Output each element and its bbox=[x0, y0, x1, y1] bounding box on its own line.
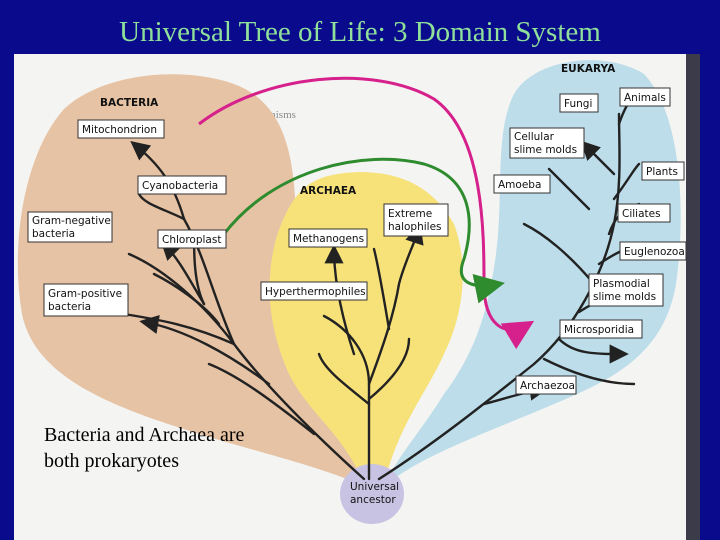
box-cellular-slime-molds: Cellular slime molds bbox=[509, 127, 585, 159]
svg-text:Ciliates: Ciliates bbox=[622, 208, 661, 220]
box-gram-positive-bacteria: Gram-positive bacteria bbox=[43, 283, 129, 317]
svg-text:Methanogens: Methanogens bbox=[293, 233, 364, 245]
svg-text:Amoeba: Amoeba bbox=[498, 179, 541, 191]
svg-text:Euglenozoa: Euglenozoa bbox=[624, 246, 685, 258]
domain-label-bacteria: BACTERIA bbox=[100, 97, 159, 109]
box-hyperthermophiles: Hyperthermophiles bbox=[260, 281, 368, 301]
box-microsporidia: Microsporidia bbox=[559, 319, 643, 339]
box-chloroplast: Chloroplast bbox=[157, 229, 227, 249]
svg-text:Plasmodial: Plasmodial bbox=[593, 278, 650, 290]
mitochondrion-arrow bbox=[198, 76, 535, 350]
caption-text: Bacteria and Archaea are both prokaryote… bbox=[44, 422, 274, 474]
svg-text:Plants: Plants bbox=[646, 166, 678, 178]
box-extreme-halophiles: Extreme halophiles bbox=[383, 203, 449, 237]
box-fungi: Fungi bbox=[559, 93, 599, 113]
tree-diagram: Microorganisms bbox=[17, 54, 700, 540]
root-region bbox=[340, 464, 404, 524]
universal-ancestor-label: Universal ancestor bbox=[350, 481, 399, 506]
archaea-branches bbox=[317, 224, 424, 481]
archaea-region bbox=[269, 172, 463, 484]
svg-text:Cyanobacteria: Cyanobacteria bbox=[142, 180, 218, 192]
svg-text:Universal: Universal bbox=[350, 481, 399, 493]
box-archaezoa: Archaezoa bbox=[515, 375, 577, 395]
svg-text:Hyperthermophiles: Hyperthermophiles bbox=[265, 286, 366, 298]
slide-title: Universal Tree of Life: 3 Domain System bbox=[119, 16, 601, 48]
svg-text:Fungi: Fungi bbox=[564, 98, 592, 110]
svg-text:slime molds: slime molds bbox=[593, 291, 656, 303]
chloroplast-arrow bbox=[222, 157, 505, 304]
svg-text:Cellular: Cellular bbox=[514, 131, 555, 143]
caption-line-2: both prokaryotes bbox=[44, 450, 179, 472]
tree-of-life-figure: Microorganisms bbox=[14, 54, 700, 540]
svg-text:Microsporidia: Microsporidia bbox=[564, 324, 634, 336]
box-methanogens: Methanogens bbox=[288, 228, 368, 248]
svg-text:Animals: Animals bbox=[624, 92, 666, 104]
box-ciliates: Ciliates bbox=[617, 203, 671, 223]
svg-text:halophiles: halophiles bbox=[388, 221, 442, 233]
domain-label-archaea: ARCHAEA bbox=[300, 185, 357, 197]
box-gram-negative-bacteria: Gram-negative bacteria bbox=[27, 211, 113, 243]
box-euglenozoa: Euglenozoa bbox=[619, 241, 687, 261]
svg-text:Gram-positive: Gram-positive bbox=[48, 288, 122, 300]
svg-text:ancestor: ancestor bbox=[350, 494, 396, 506]
svg-text:bacteria: bacteria bbox=[32, 228, 75, 240]
box-plasmodial-slime-molds: Plasmodial slime molds bbox=[588, 273, 664, 307]
svg-text:Archaezoa: Archaezoa bbox=[520, 380, 575, 392]
domain-label-eukarya: EUKARYA bbox=[561, 63, 616, 75]
svg-text:Gram-negative: Gram-negative bbox=[32, 215, 111, 227]
box-cyanobacteria: Cyanobacteria bbox=[137, 175, 227, 195]
svg-text:Mitochondrion: Mitochondrion bbox=[82, 124, 157, 136]
svg-text:bacteria: bacteria bbox=[48, 301, 91, 313]
svg-text:Extreme: Extreme bbox=[388, 208, 432, 220]
bacteria-branches bbox=[122, 141, 366, 481]
caption-line-1: Bacteria and Archaea are bbox=[44, 424, 245, 446]
svg-text:Chloroplast: Chloroplast bbox=[162, 234, 221, 246]
page-edge bbox=[686, 54, 700, 540]
box-amoeba: Amoeba bbox=[493, 174, 551, 194]
svg-text:slime molds: slime molds bbox=[514, 144, 577, 156]
box-plants: Plants bbox=[641, 161, 685, 181]
box-animals: Animals bbox=[619, 87, 671, 107]
box-mitochondrion: Mitochondrion bbox=[77, 119, 165, 139]
